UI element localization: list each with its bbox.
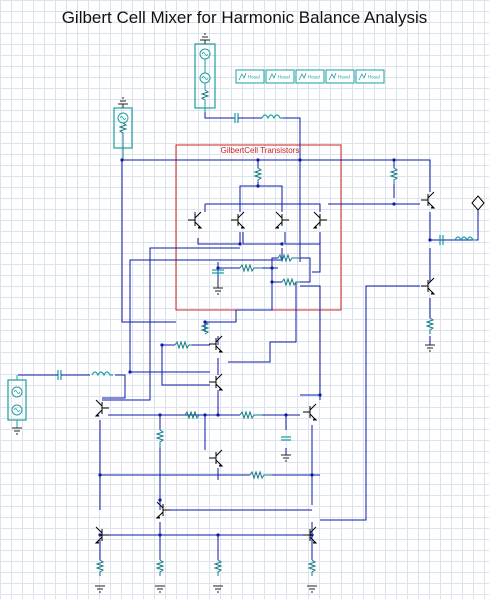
model-block-icon[interactable]: Hosel — [355, 69, 385, 84]
ground-icon — [95, 585, 105, 593]
ground-icon — [12, 427, 22, 435]
npn-transistor-icon[interactable] — [312, 211, 327, 229]
model-block-icon[interactable]: Hosel — [265, 69, 295, 84]
resistor-icon[interactable] — [174, 340, 192, 350]
resistor-icon[interactable] — [155, 429, 165, 448]
rf-source[interactable] — [7, 375, 27, 428]
sine-source-icon — [11, 386, 23, 398]
junctions — [98, 158, 432, 537]
npn-transistor-icon[interactable] — [188, 211, 203, 229]
resistor-icon[interactable] — [239, 263, 262, 273]
ground-icon — [213, 280, 223, 295]
npn-transistor-icon[interactable] — [303, 403, 318, 421]
npn-transistor-icon[interactable] — [94, 399, 109, 417]
ground-icon — [281, 454, 291, 462]
resistor-icon[interactable] — [200, 321, 210, 335]
model-block-label: Hosel — [248, 75, 260, 81]
model-block-icon[interactable]: Hosel — [295, 69, 325, 84]
inductor-icon[interactable] — [261, 114, 283, 120]
ground-icon — [307, 585, 317, 593]
if-bias-source[interactable] — [113, 97, 133, 160]
resistor-icon[interactable] — [307, 559, 317, 576]
npn-transistor-icon[interactable] — [94, 526, 109, 544]
npn-transistor-icon[interactable] — [155, 501, 170, 519]
resistor-icon[interactable] — [249, 470, 272, 480]
npn-transistor-icon[interactable] — [421, 191, 436, 209]
npn-transistor-icon[interactable] — [303, 526, 318, 544]
model-block-icon[interactable]: Hosel — [235, 69, 265, 84]
sine-source-icon — [11, 404, 23, 416]
resistor-icon[interactable] — [213, 559, 223, 576]
resistor-icon[interactable] — [155, 559, 165, 576]
resistor-icon[interactable] — [239, 410, 262, 420]
capacitor-icon[interactable] — [212, 269, 224, 274]
resistor-icon[interactable] — [281, 277, 300, 287]
npn-transistor-icon[interactable] — [209, 373, 224, 391]
subcircuit-label: GilbertCell Transistors — [221, 146, 300, 155]
ground-icon — [155, 585, 165, 593]
npn-transistor-icon[interactable] — [231, 211, 246, 229]
model-block-label: Hosel — [338, 75, 350, 81]
capacitor-icon[interactable] — [50, 370, 70, 380]
capacitor-icon[interactable] — [281, 436, 291, 441]
model-block-icon[interactable]: Hosel — [325, 69, 355, 84]
schematic-title: Gilbert Cell Mixer for Harmonic Balance … — [61, 8, 428, 27]
resistor-icon[interactable] — [425, 317, 435, 334]
model-blocks: Hosel Hosel Hosel Hosel Hosel — [235, 69, 385, 84]
resistor-icon[interactable] — [184, 410, 200, 420]
npn-transistor-icon[interactable] — [209, 335, 224, 353]
npn-transistor-icon[interactable] — [209, 449, 224, 467]
port-icon[interactable] — [471, 195, 485, 211]
capacitor-icon[interactable] — [439, 235, 455, 245]
model-block-label: Hosel — [278, 75, 290, 81]
npn-transistor-icon[interactable] — [421, 277, 436, 295]
grounds — [12, 280, 435, 593]
ground-icon — [213, 585, 223, 593]
model-block-label: Hosel — [368, 75, 380, 81]
resistor-icon[interactable] — [389, 167, 399, 184]
npn-transistor-icon[interactable] — [274, 211, 289, 229]
lo-source[interactable] — [194, 33, 216, 112]
wires — [18, 112, 479, 560]
capacitor-icon[interactable] — [234, 113, 252, 123]
ground-icon — [425, 344, 435, 352]
resistors — [95, 167, 435, 576]
transistors — [94, 191, 436, 544]
resistor-icon[interactable] — [277, 253, 300, 263]
inductors — [91, 114, 476, 377]
capacitors — [50, 113, 455, 441]
resistor-icon[interactable] — [253, 167, 263, 182]
model-block-label: Hosel — [308, 75, 320, 81]
inductor-icon[interactable] — [454, 236, 476, 242]
resistor-icon[interactable] — [95, 559, 105, 576]
inductor-icon[interactable] — [91, 371, 113, 377]
